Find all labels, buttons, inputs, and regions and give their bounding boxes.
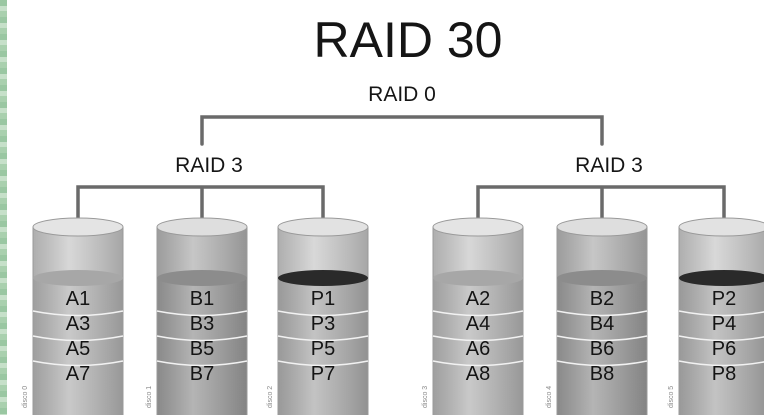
block-label: B8: [590, 363, 614, 385]
block-divider: [277, 360, 369, 367]
block-divider: [678, 310, 764, 317]
block-label: B7: [190, 363, 214, 385]
disk-outline: [277, 227, 369, 415]
block-divider: [556, 335, 648, 342]
disk-outline: [678, 227, 680, 415]
disk-label: disco 4: [546, 386, 553, 408]
disk-top: [32, 217, 124, 237]
block-divider: [432, 360, 524, 367]
raid-0-connector: [200, 115, 604, 146]
block-divider: [678, 335, 764, 342]
block-divider: [32, 360, 124, 367]
block-divider: [432, 335, 524, 342]
disk-label: disco 0: [22, 386, 29, 408]
raid-0-label: RAID 0: [368, 83, 436, 106]
disk-shading: [278, 227, 368, 415]
disk-shading: [157, 227, 247, 415]
disk-top: [277, 217, 369, 237]
block-label: B2: [590, 288, 614, 310]
block-divider: [432, 310, 524, 317]
disk-level-surface: [557, 270, 647, 286]
disk-shading: [433, 227, 523, 415]
disk-top: [556, 217, 648, 237]
block-divider: [556, 310, 648, 317]
block-label: B5: [190, 338, 214, 360]
block-label: A2: [466, 288, 490, 310]
block-label: P8: [712, 363, 736, 385]
disk-level-surface: [33, 270, 123, 286]
disk-shading: [33, 227, 123, 415]
disk-level-surface: [433, 270, 523, 286]
block-divider: [32, 310, 124, 317]
block-label: B6: [590, 338, 614, 360]
group-connector-right: [476, 185, 726, 222]
block-divider: [678, 360, 764, 367]
disk-shading: [679, 227, 764, 415]
disk-label: disco 5: [668, 386, 675, 408]
block-label: A3: [66, 313, 90, 335]
block-label: A1: [66, 288, 90, 310]
block-label: B1: [190, 288, 214, 310]
block-divider: [156, 335, 248, 342]
page-edge-decoration: [0, 0, 7, 415]
disk-top: [432, 217, 524, 237]
block-label: P3: [311, 313, 335, 335]
block-label: B3: [190, 313, 214, 335]
disk-outline: [32, 227, 124, 415]
group-label-left: RAID 3: [175, 154, 243, 177]
disk-outline: [432, 227, 524, 415]
block-label: P5: [311, 338, 335, 360]
block-divider: [32, 335, 124, 342]
block-divider: [156, 360, 248, 367]
diagram-title: RAID 30: [314, 12, 503, 68]
group-connector-left: [76, 185, 325, 222]
block-divider: [277, 335, 369, 342]
block-label: A5: [66, 338, 90, 360]
disk-top: [156, 217, 248, 237]
disk-outline: [556, 227, 648, 415]
block-label: P6: [712, 338, 736, 360]
block-label: P1: [311, 288, 335, 310]
disk-outline: [156, 227, 248, 415]
block-label: A7: [66, 363, 90, 385]
block-label: P4: [712, 313, 736, 335]
disk-shading: [557, 227, 647, 415]
block-label: P2: [712, 288, 736, 310]
block-label: P7: [311, 363, 335, 385]
disk-level-surface: [157, 270, 247, 286]
group-label-right: RAID 3: [575, 154, 643, 177]
disk-level-surface: [278, 270, 368, 286]
disk-label: disco 2: [267, 386, 274, 408]
block-divider: [156, 310, 248, 317]
disk-top: [678, 217, 764, 237]
block-label: A6: [466, 338, 490, 360]
disk-label: disco 1: [146, 386, 153, 408]
block-label: B4: [590, 313, 614, 335]
disk-label: disco 3: [422, 386, 429, 408]
disk-level-surface: [679, 270, 764, 286]
block-divider: [556, 360, 648, 367]
block-label: A4: [466, 313, 490, 335]
block-divider: [277, 310, 369, 317]
block-label: A8: [466, 363, 490, 385]
